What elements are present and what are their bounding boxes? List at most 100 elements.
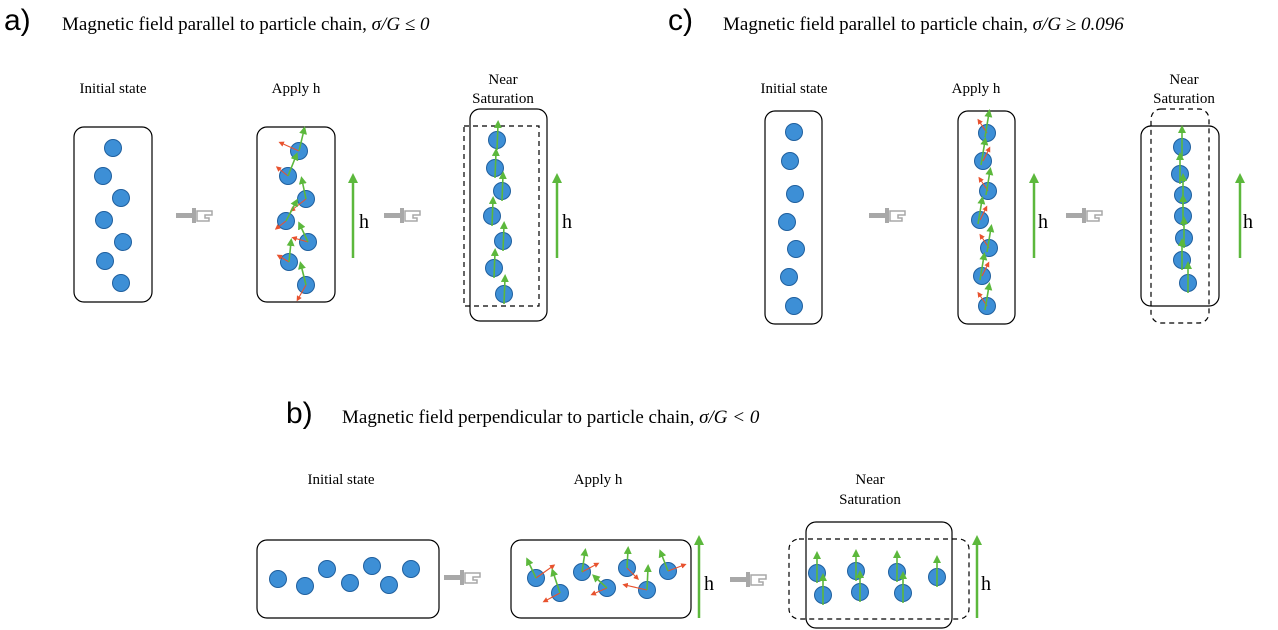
particle: [341, 574, 359, 592]
panel-title-b: Magnetic field perpendicular to particle…: [342, 407, 760, 428]
magnetization-arrow-icon: [488, 196, 497, 227]
magnetization-arrow-icon: [979, 252, 988, 281]
particle-group: [94, 139, 132, 292]
moment-arrow-icon: [982, 146, 991, 162]
particle-group: [808, 549, 946, 605]
moment-arrow-icon: [542, 592, 561, 603]
moment-arrow-icon: [296, 284, 307, 302]
moment-arrow-icon: [590, 587, 608, 596]
particle-group: [778, 123, 805, 315]
particle: [781, 152, 799, 170]
field-label: h: [1243, 211, 1253, 233]
particle: [778, 213, 796, 231]
moment-arrow-icon: [667, 563, 687, 572]
container-box: [510, 539, 692, 619]
stage-near-label-line1: Near: [488, 72, 517, 88]
magnetization-arrow-icon: [980, 137, 989, 166]
particle-group: [269, 557, 420, 595]
stage-near-label-line2: Saturation: [472, 91, 534, 107]
panel-b: b) Magnetic field perpendicular to parti…: [256, 397, 991, 629]
stage-initial-label: Initial state: [79, 81, 146, 97]
particle: [780, 268, 798, 286]
particle: [269, 570, 287, 588]
magnetization-arrow-icon: [298, 176, 307, 200]
container-box: [805, 521, 953, 629]
moment-arrow-icon: [581, 562, 600, 573]
moment-arrow-icon: [289, 198, 307, 212]
magnetization-arrow-icon: [498, 171, 507, 202]
moment-arrow-icon: [291, 236, 309, 243]
magnetization-arrow-icon: [984, 109, 993, 138]
container-box: [256, 539, 440, 619]
moment-arrow-icon: [535, 564, 556, 579]
magnetization-arrow-icon: [285, 198, 298, 222]
particle: [785, 123, 803, 141]
container-box: [469, 108, 548, 322]
particle: [318, 560, 336, 578]
particle: [114, 233, 132, 251]
magnetization-arrow-icon: [490, 248, 499, 279]
panel-a: a) Magnetic field parallel to particle c…: [4, 4, 572, 322]
magnetization-arrow-icon: [493, 120, 502, 151]
particle: [296, 577, 314, 595]
moment-arrow-icon: [981, 261, 990, 277]
particle: [112, 189, 130, 207]
moment-arrow-icon: [276, 254, 290, 263]
transition-arrow-icon: [1066, 208, 1103, 223]
stage-initial-label: Initial state: [760, 81, 827, 97]
particle: [786, 185, 804, 203]
container-box: [256, 126, 336, 303]
particle: [104, 139, 122, 157]
magnetization-arrow-icon: [580, 548, 589, 573]
magnetization-arrow-icon: [984, 282, 993, 311]
magnetization-arrow-icon: [985, 167, 994, 196]
panel-c: c) Magnetic field parallel to particle c…: [668, 4, 1253, 325]
magnetization-arrow-icon: [286, 238, 295, 263]
particle: [96, 252, 114, 270]
transition-arrow-icon: [730, 572, 767, 587]
field-label: h: [981, 573, 991, 595]
particle: [402, 560, 420, 578]
panel-title-c: Magnetic field parallel to particle chai…: [723, 14, 1124, 35]
stage-near-label-line2: Saturation: [1153, 91, 1215, 107]
stage-apply-label: Apply h: [574, 472, 623, 488]
magnetization-arrow-icon: [977, 196, 986, 225]
stage-near-label-line1: Near: [855, 472, 884, 488]
field-label: h: [562, 211, 572, 233]
magnetization-arrow-icon: [298, 221, 309, 243]
stage-apply-label: Apply h: [952, 81, 1001, 97]
stage-apply-label: Apply h: [272, 81, 321, 97]
field-label: h: [359, 211, 369, 233]
particle-group: [526, 546, 687, 603]
field-label: h: [704, 573, 714, 595]
magnetization-arrow-icon: [499, 221, 508, 252]
moment-arrow-icon: [622, 582, 648, 591]
particle: [380, 576, 398, 594]
particle-group: [274, 126, 317, 302]
moment-arrow-icon: [626, 567, 639, 580]
particle: [363, 557, 381, 575]
magnetization-arrow-icon: [491, 148, 500, 179]
magnetization-arrow-icon: [550, 568, 561, 594]
magnetization-arrow-icon: [623, 546, 632, 569]
stage-near-label-line1: Near: [1169, 72, 1198, 88]
particle-group: [1171, 125, 1197, 293]
magnetization-arrow-icon: [500, 274, 509, 305]
transition-arrow-icon: [444, 570, 481, 585]
magnetization-arrow-icon: [643, 564, 652, 591]
particle: [112, 274, 130, 292]
magnetization-arrow-icon: [287, 152, 299, 177]
particle: [95, 211, 113, 229]
transition-arrow-icon: [384, 208, 421, 223]
particle: [787, 240, 805, 258]
particle-group: [971, 109, 998, 315]
panel-label-c: c): [668, 4, 693, 37]
particle-group: [483, 120, 513, 305]
container-box: [73, 126, 153, 303]
panel-label-a: a): [4, 4, 31, 37]
panel-label-b: b): [286, 397, 313, 430]
magnetization-arrow-icon: [658, 549, 669, 572]
stage-near-label-line2: Saturation: [839, 492, 901, 508]
magnetization-arrow-icon: [986, 224, 995, 253]
